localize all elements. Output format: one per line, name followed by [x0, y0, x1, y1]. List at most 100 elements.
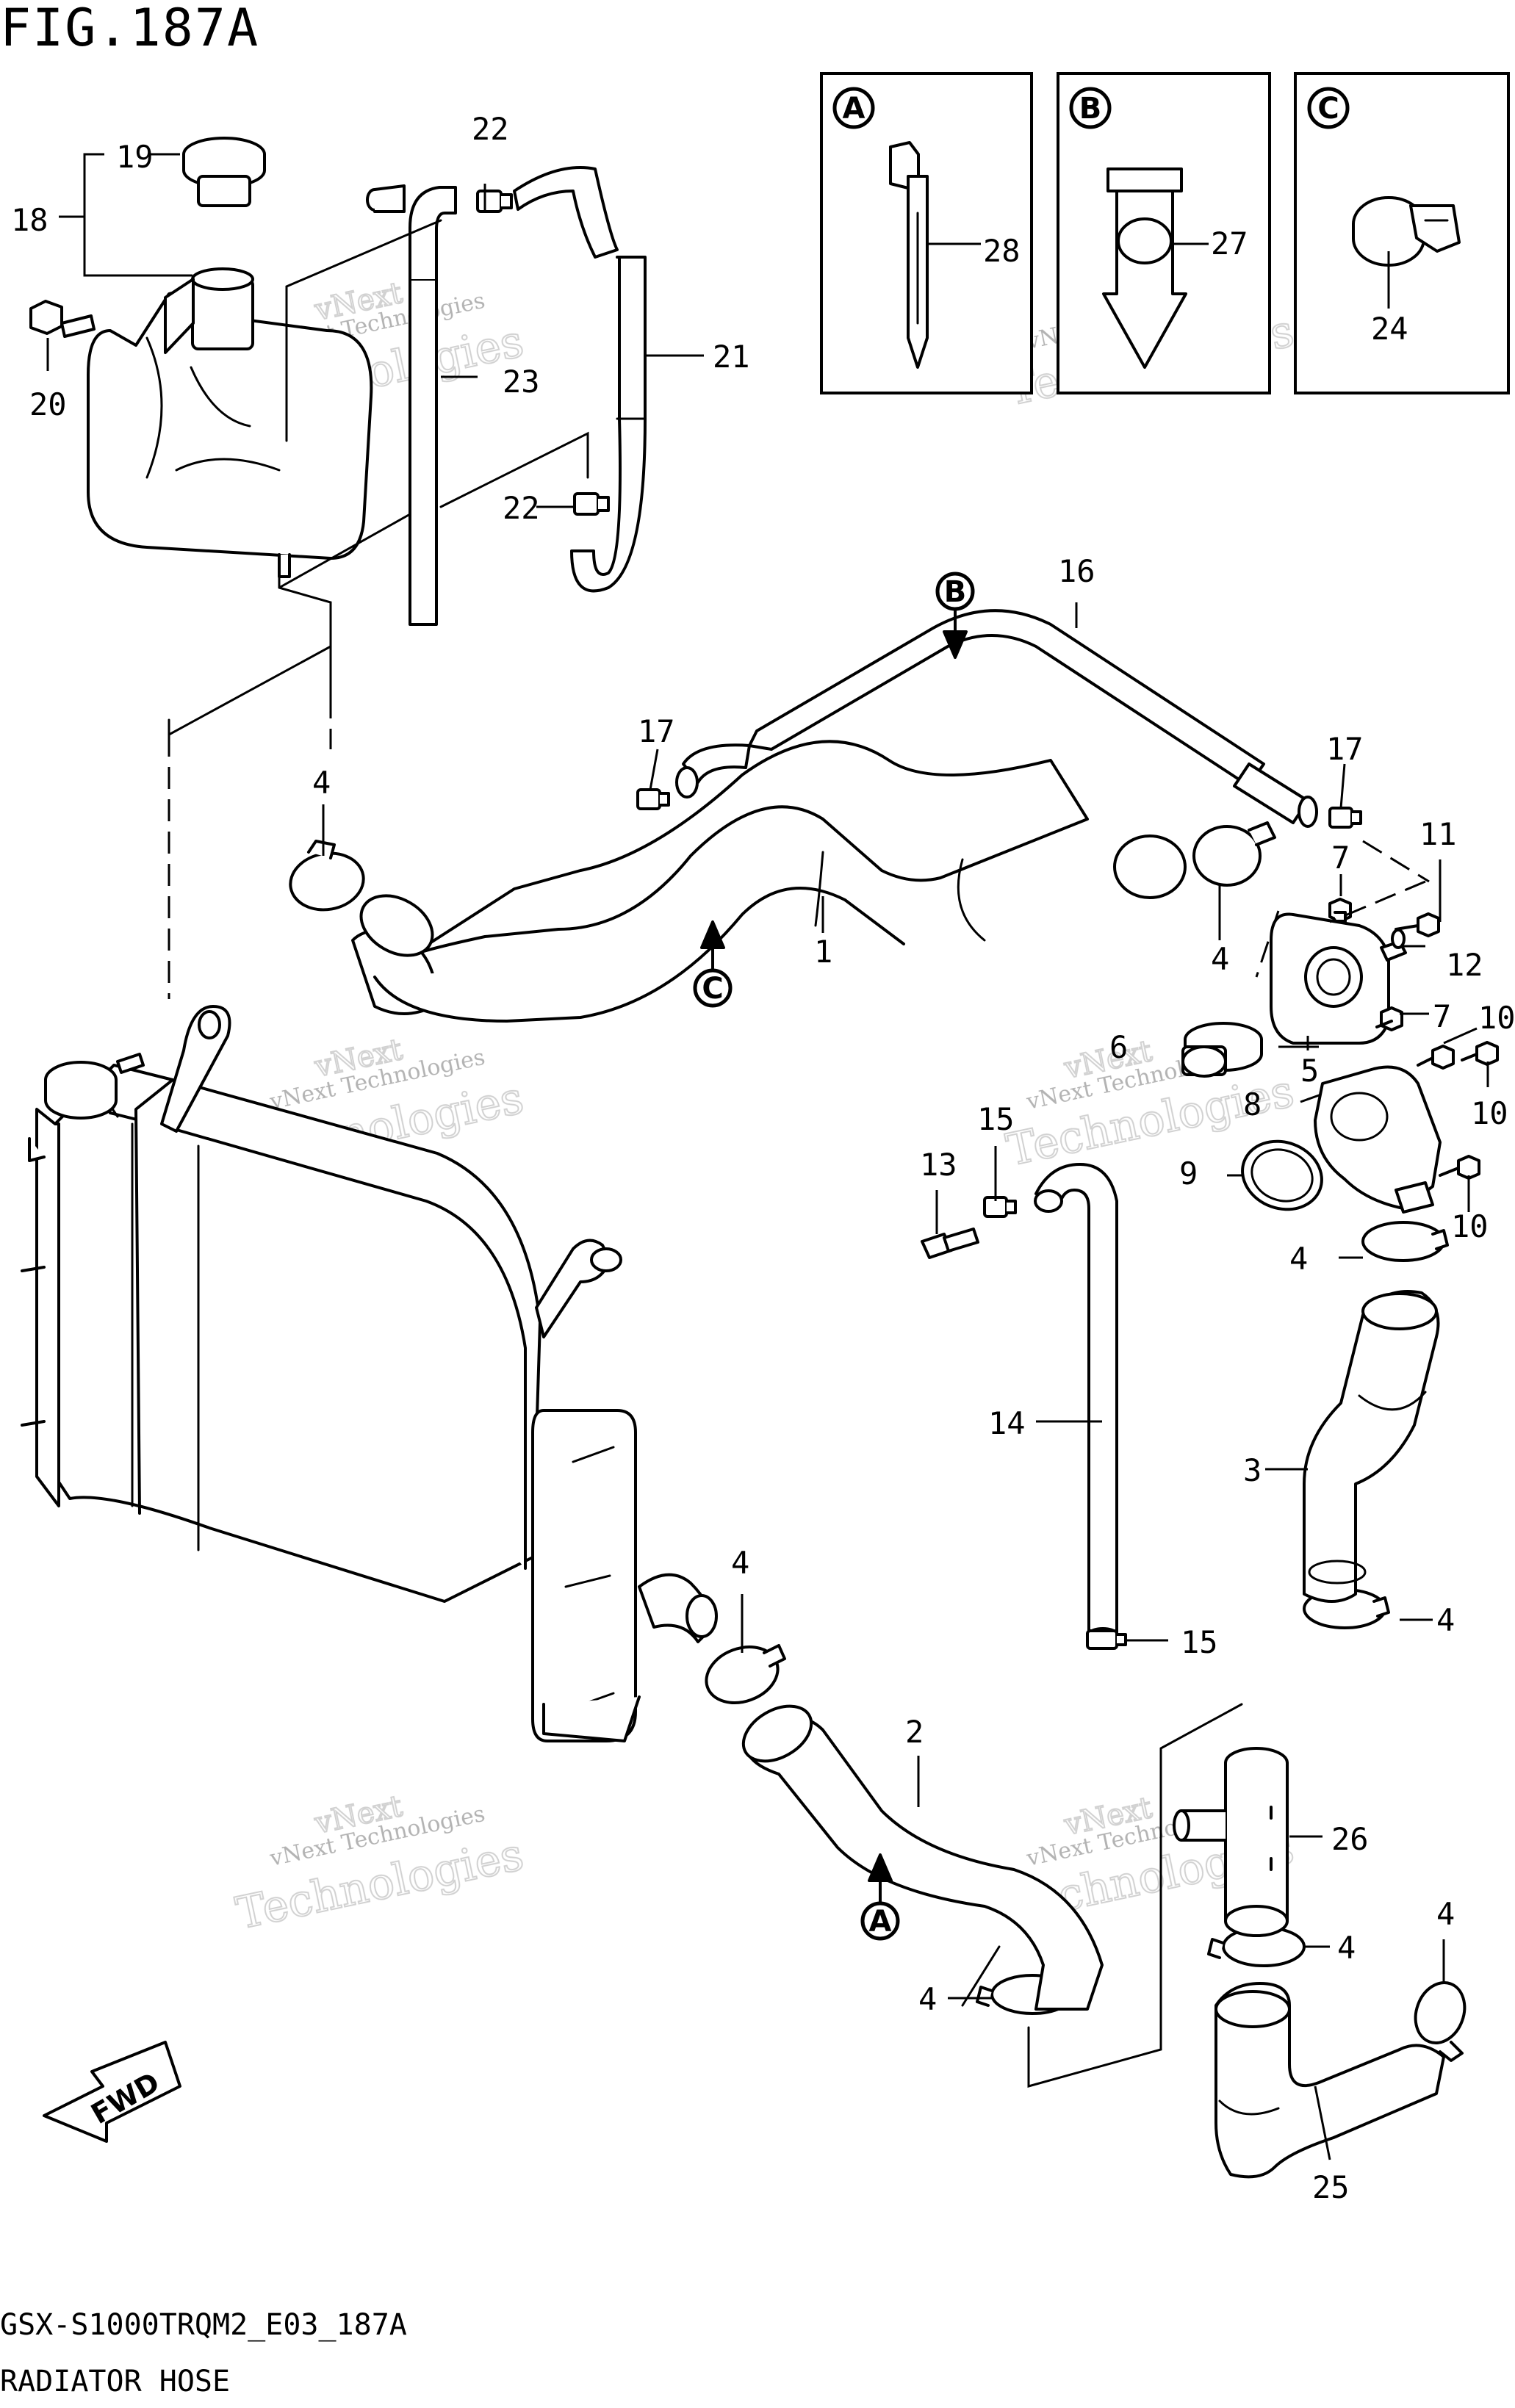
svg-text:14: 14 — [988, 1405, 1026, 1441]
svg-text:C: C — [1317, 92, 1339, 126]
svg-text:25: 25 — [1312, 2169, 1350, 2205]
figure-code: GSX-S1000TRQM2_E03_187A — [0, 2308, 407, 2342]
watermark-5: vNext Technologies Technologies vNext — [231, 1789, 528, 1941]
clamp-27 — [1102, 167, 1187, 369]
svg-text:3: 3 — [1243, 1452, 1262, 1488]
bolt-11 — [1395, 912, 1440, 937]
svg-text:8: 8 — [1243, 1086, 1262, 1122]
bolt-20 — [29, 300, 96, 338]
figure-name: RADIATOR HOSE — [0, 2365, 230, 2398]
bolt-10-c — [1439, 1155, 1480, 1180]
hose-16 — [675, 609, 1318, 828]
clamp-4-lower-mid — [705, 1644, 786, 1704]
svg-text:7: 7 — [1331, 840, 1350, 876]
leader-18 — [59, 153, 192, 277]
hose-14 — [1034, 1163, 1118, 1642]
dashed-frame-tank — [278, 219, 589, 633]
thermostat-cover-5 — [1270, 912, 1407, 1045]
cable-tie-28 — [889, 141, 929, 369]
svg-text:22: 22 — [503, 490, 540, 526]
svg-text:12: 12 — [1446, 947, 1483, 983]
clamp-15-top — [983, 1196, 1017, 1218]
svg-text:10: 10 — [1471, 1095, 1508, 1131]
bolt-10-b — [1461, 1041, 1499, 1066]
radiator-outlet — [638, 1573, 718, 1643]
svg-text:B: B — [1079, 92, 1102, 126]
svg-text:10: 10 — [1478, 1000, 1515, 1036]
washer-12 — [1391, 929, 1406, 949]
svg-text:19: 19 — [116, 139, 154, 175]
hose-23 — [366, 184, 457, 626]
hose-2 — [741, 1704, 1104, 2011]
svg-text:24: 24 — [1371, 311, 1408, 347]
svg-text:4: 4 — [1436, 1896, 1455, 1932]
svg-text:18: 18 — [11, 202, 48, 238]
clamp-4-bottom-right — [1414, 1981, 1467, 2062]
clamp-17-right — [1328, 807, 1362, 829]
hose-25 — [1214, 1982, 1445, 2179]
svg-text:1: 1 — [814, 934, 832, 970]
radiator-cap — [44, 1053, 145, 1120]
hose-1 — [351, 740, 1187, 1023]
svg-text:4: 4 — [918, 1981, 937, 2017]
pipe-26 — [1173, 1747, 1289, 1937]
svg-text:27: 27 — [1211, 226, 1248, 262]
svg-text:17: 17 — [638, 713, 675, 749]
inset-a: A 28 — [820, 72, 1033, 394]
clamp-22-bottom — [573, 492, 610, 516]
svg-text:21: 21 — [713, 339, 750, 375]
svg-text:4: 4 — [1436, 1602, 1455, 1638]
svg-text:22: 22 — [472, 111, 509, 147]
svg-text:23: 23 — [503, 364, 540, 400]
clamp-4-right-top — [1192, 821, 1276, 887]
svg-text:20: 20 — [29, 386, 67, 422]
bolt-7-mid — [1375, 1006, 1403, 1031]
bolt-13 — [921, 1228, 979, 1259]
reserve-tank-cap-19 — [182, 137, 266, 207]
svg-text:9: 9 — [1179, 1156, 1198, 1192]
bolt-10-a — [1417, 1045, 1455, 1070]
fwd-arrow: FWD — [43, 2041, 181, 2143]
hose-3 — [1303, 1290, 1440, 1603]
svg-text:26: 26 — [1331, 1821, 1369, 1857]
clamp-4-mid-right — [1361, 1221, 1449, 1262]
radiator — [21, 1064, 641, 1742]
leader-lines — [322, 602, 1489, 2160]
svg-text:10: 10 — [1451, 1208, 1489, 1244]
svg-text:17: 17 — [1326, 731, 1364, 767]
hose-21 — [513, 166, 647, 593]
svg-text:7: 7 — [1433, 998, 1451, 1034]
svg-text:4: 4 — [312, 765, 331, 801]
svg-text:2: 2 — [905, 1714, 924, 1750]
bolt-7-top — [1328, 898, 1352, 923]
svg-text:15: 15 — [977, 1101, 1015, 1137]
clamp-15-bottom — [1086, 1629, 1127, 1650]
figure-title: FIG.187A — [0, 0, 259, 58]
clamp-22-top — [476, 190, 513, 213]
svg-text:28: 28 — [983, 233, 1021, 269]
svg-text:4: 4 — [1211, 941, 1229, 977]
reserve-tank — [87, 267, 373, 578]
clamp-4-left — [289, 840, 365, 912]
svg-text:11: 11 — [1419, 816, 1457, 852]
svg-text:B: B — [944, 575, 967, 609]
svg-text:C: C — [702, 972, 723, 1006]
svg-text:4: 4 — [1289, 1241, 1308, 1277]
svg-text:4: 4 — [731, 1545, 749, 1581]
svg-text:6: 6 — [1109, 1029, 1128, 1065]
o-ring-9 — [1241, 1139, 1323, 1211]
radiator-bracket — [160, 1005, 231, 1133]
inset-c: C 24 — [1294, 72, 1510, 394]
thermostat-6 — [1181, 1022, 1263, 1078]
svg-text:4: 4 — [1337, 1930, 1356, 1966]
svg-text:13: 13 — [920, 1147, 957, 1183]
svg-text:15: 15 — [1181, 1624, 1218, 1660]
clamp-17-left — [636, 788, 670, 810]
callout-labels: 18 19 20 22 23 21 22 16 17 17 4 1 4 7 11… — [11, 111, 1515, 2205]
svg-text:5: 5 — [1300, 1053, 1319, 1089]
svg-text:16: 16 — [1058, 553, 1095, 589]
svg-text:A: A — [869, 1905, 892, 1939]
inset-b: B 27 — [1057, 72, 1271, 394]
hose-clamp-24 — [1352, 196, 1461, 267]
